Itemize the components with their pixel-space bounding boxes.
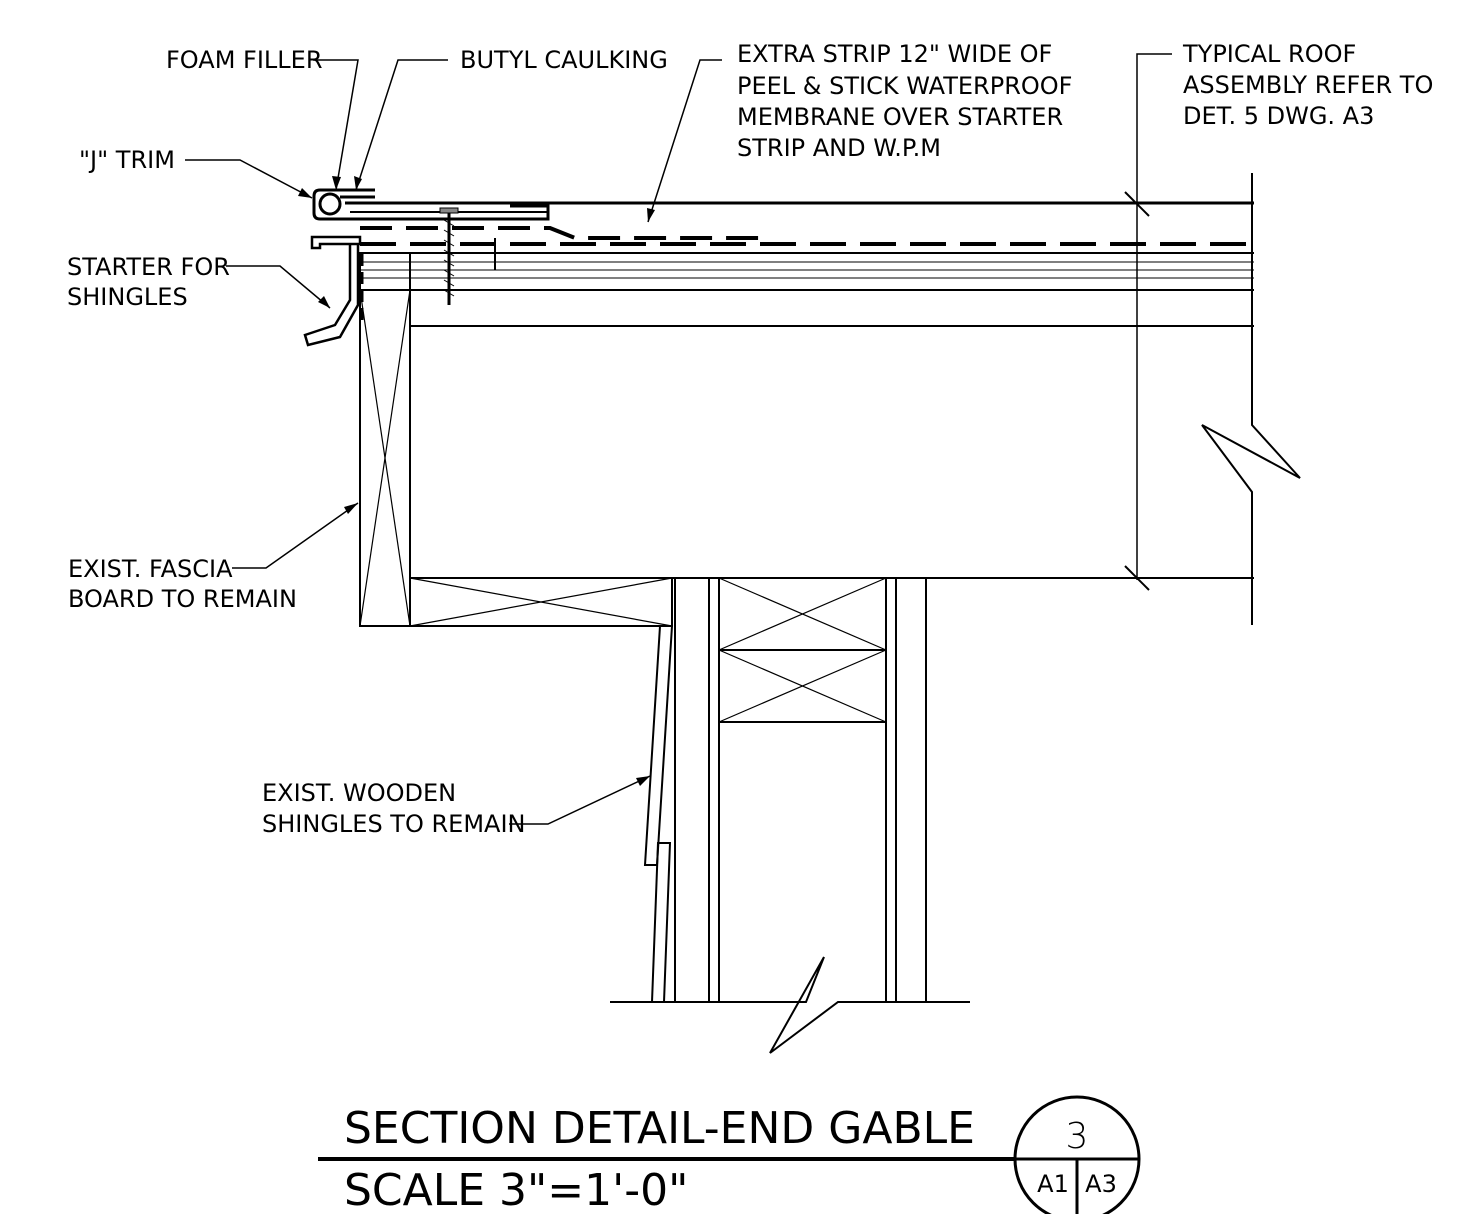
label-wooden-shingles-1: EXIST. WOODEN [262,779,456,807]
label-extra-strip-1: EXTRA STRIP 12" WIDE OF [737,40,1052,68]
sheet-ref-left: A1 [1037,1170,1069,1198]
label-typical-roof-2: ASSEMBLY REFER TO [1183,71,1433,99]
label-starter-2: SHINGLES [67,283,188,311]
title-block: SECTION DETAIL-END GABLE SCALE 3"=1'-0" … [318,1095,1141,1214]
fascia-board [359,252,411,627]
annotation-labels: FOAM FILLER BUTYL CAULKING EXTRA STRIP 1… [67,40,1433,838]
label-typical-roof-1: TYPICAL ROOF [1182,40,1356,68]
leader-lines [185,53,1172,825]
label-butyl-caulking: BUTYL CAULKING [460,46,668,74]
label-fascia-2: BOARD TO REMAIN [68,585,297,613]
label-typical-roof-3: DET. 5 DWG. A3 [1183,102,1374,130]
sheet-ref-right: A3 [1085,1170,1117,1198]
label-foam-filler: FOAM FILLER [166,46,323,74]
stud-wall [674,577,927,1002]
wooden-shingles [643,625,674,1003]
foam-filler-icon [318,192,342,216]
detail-number: 3 [1066,1116,1089,1157]
label-starter-1: STARTER FOR [67,253,230,281]
label-extra-strip-4: STRIP AND W.P.M [737,134,941,162]
starter-strip [303,235,364,347]
top-plate [409,577,673,627]
drawing-scale: SCALE 3"=1'-0" [344,1165,688,1214]
screw-icon [439,207,496,305]
label-extra-strip-3: MEMBRANE OVER STARTER [737,103,1063,131]
label-extra-strip-2: PEEL & STICK WATERPROOF [737,72,1072,100]
label-j-trim: "J" TRIM [79,146,175,174]
label-wooden-shingles-2: SHINGLES TO REMAIN [262,810,525,838]
bottom-break-line [610,956,970,1054]
roof-assembly [345,173,1301,625]
drawing-title: SECTION DETAIL-END GABLE [344,1103,975,1154]
detail-bubble: 3 A1 A3 [1013,1095,1141,1214]
label-fascia-1: EXIST. FASCIA [68,555,233,583]
